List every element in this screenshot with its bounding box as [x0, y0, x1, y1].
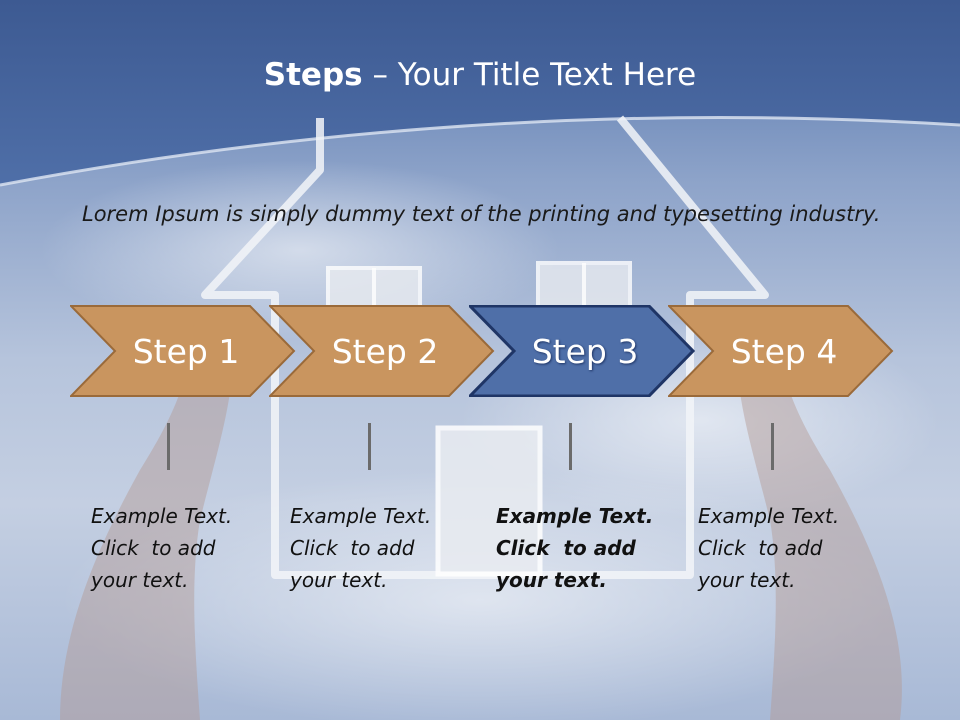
step-2-chevron[interactable]: Step 2	[269, 305, 495, 397]
title-rest-part: – Your Title Text Here	[362, 57, 697, 93]
step-2-text-line-1: Example Text.	[290, 504, 432, 528]
chevron-arrow-icon	[469, 305, 695, 397]
step-2-text-line-2: Click to add	[290, 536, 415, 560]
step-1-text-line-1: Example Text.	[91, 504, 233, 528]
chevron-arrow-icon	[70, 305, 296, 397]
step-3-text-line-3: your text.	[496, 568, 608, 592]
step-3-connector	[569, 423, 572, 470]
step-2-connector	[368, 423, 371, 470]
step-3-text-line-1: Example Text.	[496, 504, 654, 528]
step-4-text-line-3: your text.	[698, 568, 796, 592]
step-3-text[interactable]: Example Text. Click to add your text.	[496, 500, 666, 596]
step-2-label: Step 2	[331, 331, 439, 371]
step-3-label: Step 3	[531, 331, 639, 371]
step-4-chevron[interactable]: Step 4	[668, 305, 894, 397]
step-1-label: Step 1	[132, 331, 240, 371]
chevron-arrow-icon	[269, 305, 495, 397]
step-3-chevron[interactable]: Step 3	[469, 305, 695, 397]
step-4-connector	[771, 423, 774, 470]
slide-title[interactable]: Steps – Your Title Text Here	[0, 55, 960, 95]
intro-paragraph[interactable]: Lorem Ipsum is simply dummy text of the …	[82, 202, 881, 226]
step-1-chevron[interactable]: Step 1	[70, 305, 296, 397]
step-1-text-line-3: your text.	[91, 568, 189, 592]
title-bold-part: Steps	[263, 57, 363, 93]
step-4-text-line-1: Example Text.	[698, 504, 840, 528]
step-1-text-line-2: Click to add	[91, 536, 216, 560]
chevron-arrow-icon	[668, 305, 894, 397]
step-4-text-line-2: Click to add	[698, 536, 823, 560]
step-4-text[interactable]: Example Text. Click to add your text.	[698, 500, 868, 596]
step-2-text-line-3: your text.	[290, 568, 388, 592]
step-4-label: Step 4	[730, 331, 838, 371]
step-1-connector	[167, 423, 170, 470]
step-2-text[interactable]: Example Text. Click to add your text.	[290, 500, 460, 596]
step-3-text-line-2: Click to add	[496, 536, 636, 560]
step-1-text[interactable]: Example Text. Click to add your text.	[91, 500, 261, 596]
